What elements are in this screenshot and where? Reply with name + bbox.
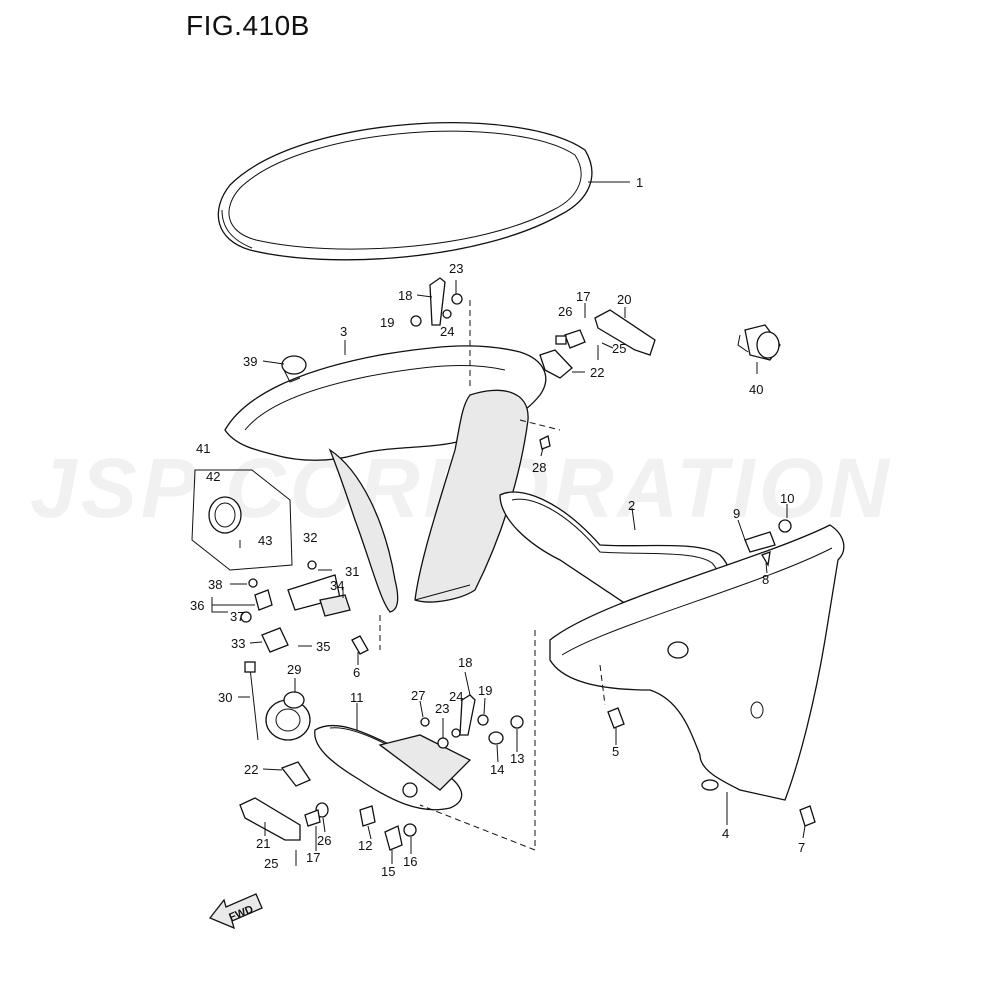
forward-direction-arrow: FWD <box>208 893 263 930</box>
callout-14: 14 <box>490 762 504 777</box>
callout-23-lower: 23 <box>435 701 449 716</box>
bracket-9-part <box>744 519 792 567</box>
callout-4: 4 <box>722 826 729 841</box>
callout-24-lower: 24 <box>449 689 463 704</box>
bracket-31-part <box>287 560 351 617</box>
callout-23-upper: 23 <box>449 261 463 276</box>
clip-39-part <box>281 355 307 383</box>
callout-31: 31 <box>345 564 359 579</box>
callout-33: 33 <box>231 636 245 651</box>
grommet-29-part <box>244 661 311 741</box>
callout-12: 12 <box>358 838 372 853</box>
upper-side-cover-part <box>224 345 547 613</box>
callout-22-upper: 22 <box>590 365 604 380</box>
callout-8: 8 <box>762 572 769 587</box>
callout-18-lower: 18 <box>458 655 472 670</box>
callout-16: 16 <box>403 854 417 869</box>
leader-lines <box>211 181 806 864</box>
callout-13: 13 <box>510 751 524 766</box>
callout-21: 21 <box>256 836 270 851</box>
callout-28: 28 <box>532 460 546 475</box>
callout-3: 3 <box>340 324 347 339</box>
callout-10: 10 <box>780 491 794 506</box>
bolt-6-part <box>351 635 369 655</box>
callout-11: 11 <box>350 690 364 705</box>
callout-5: 5 <box>612 744 619 759</box>
callout-1: 1 <box>636 175 643 190</box>
callout-30: 30 <box>218 690 232 705</box>
lower-side-cover-part <box>549 524 845 801</box>
callout-32: 32 <box>303 530 317 545</box>
callout-17-lower: 17 <box>306 850 320 865</box>
callout-43: 43 <box>258 533 272 548</box>
callout-27: 27 <box>411 688 425 703</box>
lower-front-cover-part <box>314 724 472 811</box>
callout-labels: 1 2 3 4 5 6 7 8 9 10 11 12 13 14 15 16 1… <box>190 175 805 879</box>
upper-latch-parts <box>539 309 656 450</box>
callout-39: 39 <box>243 354 257 369</box>
upper-bracket-part <box>410 277 463 327</box>
callout-6: 6 <box>353 665 360 680</box>
figure-title: FIG.410B <box>186 10 310 41</box>
clamp-33-part <box>261 627 310 653</box>
callout-20: 20 <box>617 292 631 307</box>
callout-35: 35 <box>316 639 330 654</box>
callout-19-upper: 19 <box>380 315 394 330</box>
callout-17-upper: 17 <box>576 289 590 304</box>
plug-40-part <box>737 324 781 361</box>
callout-25-lower: 25 <box>264 856 278 871</box>
callout-2: 2 <box>628 498 635 513</box>
callout-9: 9 <box>733 506 740 521</box>
callout-36: 36 <box>190 598 204 613</box>
callout-26-upper: 26 <box>558 304 572 319</box>
callout-7: 7 <box>798 840 805 855</box>
callout-22-lower: 22 <box>244 762 258 777</box>
callout-41: 41 <box>196 441 210 456</box>
callout-29: 29 <box>287 662 301 677</box>
callout-40: 40 <box>749 382 763 397</box>
lower-latch-parts <box>239 761 329 866</box>
callout-25-upper: 25 <box>612 341 626 356</box>
pin-36-part <box>240 578 273 623</box>
callout-42: 42 <box>206 469 220 484</box>
bolt-7-part <box>799 805 816 827</box>
seal-ring-part <box>217 122 593 261</box>
callout-15: 15 <box>381 864 395 879</box>
callout-18-upper: 18 <box>398 288 412 303</box>
assembly-guide-lines <box>379 300 606 851</box>
callout-34: 34 <box>330 578 344 593</box>
lower-bracket-parts <box>420 694 524 749</box>
bolt-5-part <box>607 707 625 729</box>
callout-38: 38 <box>208 577 222 592</box>
grommet-box-41 <box>191 469 293 571</box>
callout-37: 37 <box>230 609 244 624</box>
callout-24-upper: 24 <box>440 324 454 339</box>
callout-26-lower: 26 <box>317 833 331 848</box>
callout-19-lower: 19 <box>478 683 492 698</box>
lower-fastener-parts <box>359 805 417 851</box>
